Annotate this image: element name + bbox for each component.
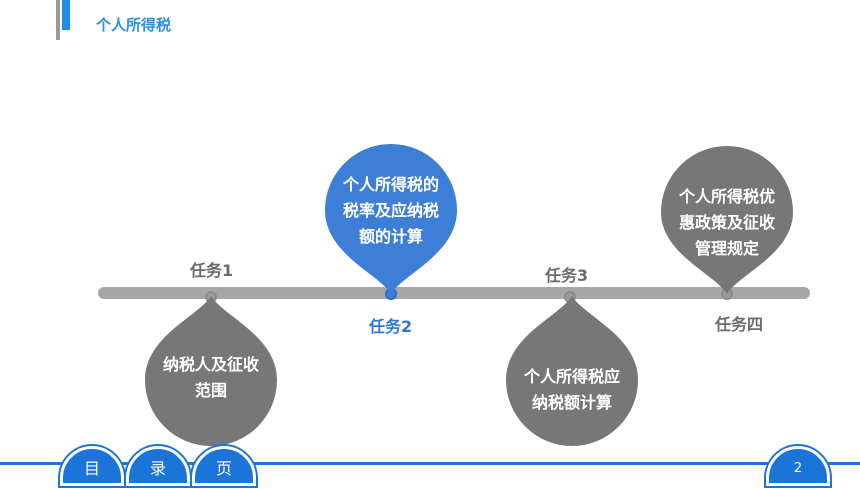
task-1-label: 任务1: [190, 261, 234, 280]
task-2-label: 任务2: [369, 317, 413, 336]
task-4-bubble[interactable]: [661, 146, 793, 294]
task-4-label: 任务四: [715, 315, 764, 334]
page-title: 个人所得税: [96, 16, 172, 34]
task-2-bubble-text: 个人所得税的税率及应纳税额的计算: [342, 175, 439, 246]
task-3-label: 任务3: [545, 266, 589, 285]
timeline-bar: [98, 287, 810, 299]
footer-tab-mu[interactable]: 目: [60, 446, 124, 486]
header-accent-bar-blue: [62, 0, 70, 30]
task-4-bubble-text: 个人所得税优惠政策及征收管理规定: [678, 187, 775, 258]
task-3-bubble[interactable]: [506, 296, 638, 446]
footer-tab-lu[interactable]: 录: [126, 446, 190, 486]
footer-line: [0, 462, 860, 465]
task-3-bubble-text: 个人所得税应纳税额计算: [523, 367, 620, 412]
task-1-bubble[interactable]: [145, 296, 277, 446]
task-1-bubble-text: 纳税人及征收范围: [162, 355, 259, 400]
header-accent-bar-gray: [56, 0, 60, 40]
task-2-bubble[interactable]: [325, 144, 457, 294]
footer-tab-ye[interactable]: 页: [192, 446, 256, 486]
page-number-badge: 2: [766, 446, 830, 486]
